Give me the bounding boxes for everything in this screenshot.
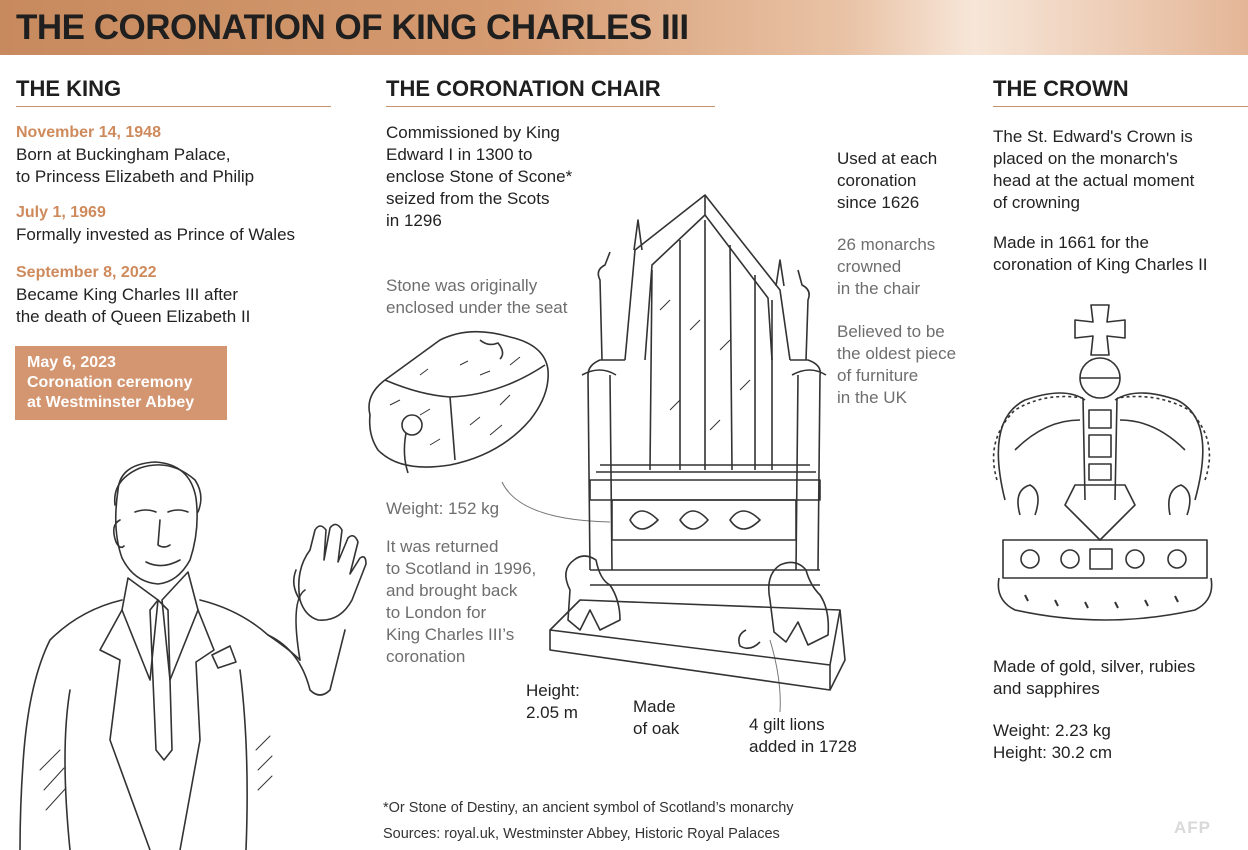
returned-line: and brought back xyxy=(386,581,518,600)
footnote: *Or Stone of Destiny, an ancient symbol … xyxy=(383,800,794,816)
used-line: since 1626 xyxy=(837,193,920,212)
title-banner xyxy=(0,0,1248,55)
used-line: Used at each xyxy=(837,149,938,168)
monarchs-line: 26 monarchs xyxy=(837,235,936,254)
sources: Sources: royal.uk, Westminster Abbey, Hi… xyxy=(383,826,780,842)
crown-desc-line: placed on the monarch's xyxy=(993,149,1178,168)
crown-materials-line: Made of gold, silver, rubies xyxy=(993,657,1196,676)
stone-note-line: enclosed under the seat xyxy=(386,298,568,317)
oldest-line: in the UK xyxy=(837,388,907,407)
lions-line: 4 gilt lions xyxy=(749,715,825,734)
height-line: 2.05 m xyxy=(526,703,578,722)
highlight-text: at Westminster Abbey xyxy=(27,394,195,411)
king-heading: THE KING xyxy=(16,76,331,107)
height-line: Height: xyxy=(526,681,580,700)
event-date: July 1, 1969 xyxy=(16,204,106,221)
returned-line: King Charles III’s xyxy=(386,625,515,644)
event-text: to Princess Elizabeth and Philip xyxy=(16,167,255,186)
chair-heading: THE CORONATION CHAIR xyxy=(386,76,715,107)
chair-intro-line: seized from the Scots xyxy=(386,189,550,208)
material-line: Made xyxy=(633,697,676,716)
afp-logo: AFP xyxy=(1174,818,1211,837)
returned-line: It was returned xyxy=(386,537,499,556)
stone-weight: Weight: 152 kg xyxy=(386,499,500,518)
highlight-text: Coronation ceremony xyxy=(27,374,193,391)
chair-intro-line: enclose Stone of Scone* xyxy=(386,167,573,186)
event-text: Formally invested as Prince of Wales xyxy=(16,225,296,244)
crown-desc-line: of crowning xyxy=(993,193,1080,212)
highlight-date: May 6, 2023 xyxy=(27,354,116,371)
event-text: Born at Buckingham Palace, xyxy=(16,145,231,164)
lions-line: added in 1728 xyxy=(749,737,857,756)
crown-made-line: Made in 1661 for the xyxy=(993,233,1149,252)
event-date: November 14, 1948 xyxy=(16,124,161,141)
stone-note-line: Stone was originally xyxy=(386,276,538,295)
stone-illustration xyxy=(368,330,549,474)
event-text: Became King Charles III after xyxy=(16,285,239,304)
chair-intro-line: Commissioned by King xyxy=(386,123,560,142)
crown-made-line: coronation of King Charles II xyxy=(993,255,1208,274)
monarchs-line: in the chair xyxy=(837,279,921,298)
crown-illustration xyxy=(992,304,1213,621)
chair-illustration xyxy=(549,194,846,691)
crown-height: Height: 30.2 cm xyxy=(993,743,1113,762)
returned-line: coronation xyxy=(386,647,466,666)
page-title: THE CORONATION OF KING CHARLES III xyxy=(16,8,689,47)
crown-desc-line: head at the actual moment xyxy=(993,171,1195,190)
crown-desc-line: The St. Edward's Crown is xyxy=(993,127,1193,146)
oldest-line: of furniture xyxy=(837,366,919,385)
oldest-line: the oldest piece xyxy=(837,344,957,363)
returned-line: to London for xyxy=(386,603,487,622)
king-illustration xyxy=(19,461,367,850)
crown-materials-line: and sapphires xyxy=(993,679,1100,698)
event-text: the death of Queen Elizabeth II xyxy=(16,307,251,326)
crown-weight: Weight: 2.23 kg xyxy=(993,721,1111,740)
chair-intro-line: Edward I in 1300 to xyxy=(386,145,533,164)
leader-lines xyxy=(501,481,781,713)
oldest-line: Believed to be xyxy=(837,322,945,341)
monarchs-line: crowned xyxy=(837,257,902,276)
material-line: of oak xyxy=(633,719,680,738)
chair-intro-line: in 1296 xyxy=(386,211,442,230)
crown-heading: THE CROWN xyxy=(993,76,1248,107)
event-date: September 8, 2022 xyxy=(16,264,157,281)
returned-line: to Scotland in 1996, xyxy=(386,559,537,578)
used-line: coronation xyxy=(837,171,917,190)
coronation-date-box: May 6, 2023 Coronation ceremony at Westm… xyxy=(15,346,227,420)
